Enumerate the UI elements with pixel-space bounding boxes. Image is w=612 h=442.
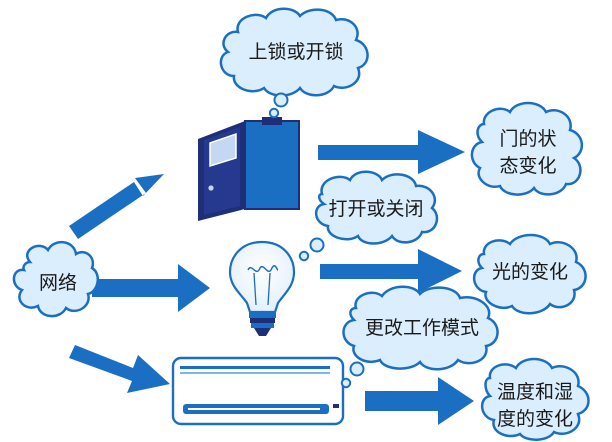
- light-bulb-icon: [228, 240, 296, 336]
- arrow-network-to-ac: [69, 345, 170, 393]
- arrow-door-to-state: [318, 130, 465, 174]
- humidity-label-line2: 度的变化: [497, 408, 573, 430]
- humidity-label-line1: 温度和湿: [497, 381, 573, 403]
- light-change-cloud: [473, 233, 587, 315]
- mode-label: 更改工作模式: [365, 317, 479, 339]
- switch-cloud: [298, 170, 439, 262]
- door-change-label-line1: 门的状: [499, 128, 556, 150]
- arrow-ac-to-humidity: [365, 377, 474, 425]
- lock-cloud: [219, 7, 369, 119]
- door-state-cloud: [470, 101, 583, 196]
- door-change-label-line2: 态变化: [499, 155, 556, 177]
- air-conditioner-icon: [171, 356, 345, 426]
- arrow-bulb-to-light: [320, 249, 462, 293]
- network-label: 网络: [39, 272, 77, 294]
- light-change-label: 光的变化: [492, 261, 568, 283]
- humidity-cloud: [481, 357, 590, 441]
- arrow-network-to-bulb: [92, 264, 210, 312]
- switch-label: 打开或关闭: [328, 198, 423, 220]
- mode-cloud: [340, 285, 499, 389]
- door-icon: [198, 117, 300, 221]
- arrow-network-to-door: [69, 174, 164, 239]
- lock-label: 上锁或开锁: [248, 41, 343, 63]
- network-cloud: [12, 241, 100, 318]
